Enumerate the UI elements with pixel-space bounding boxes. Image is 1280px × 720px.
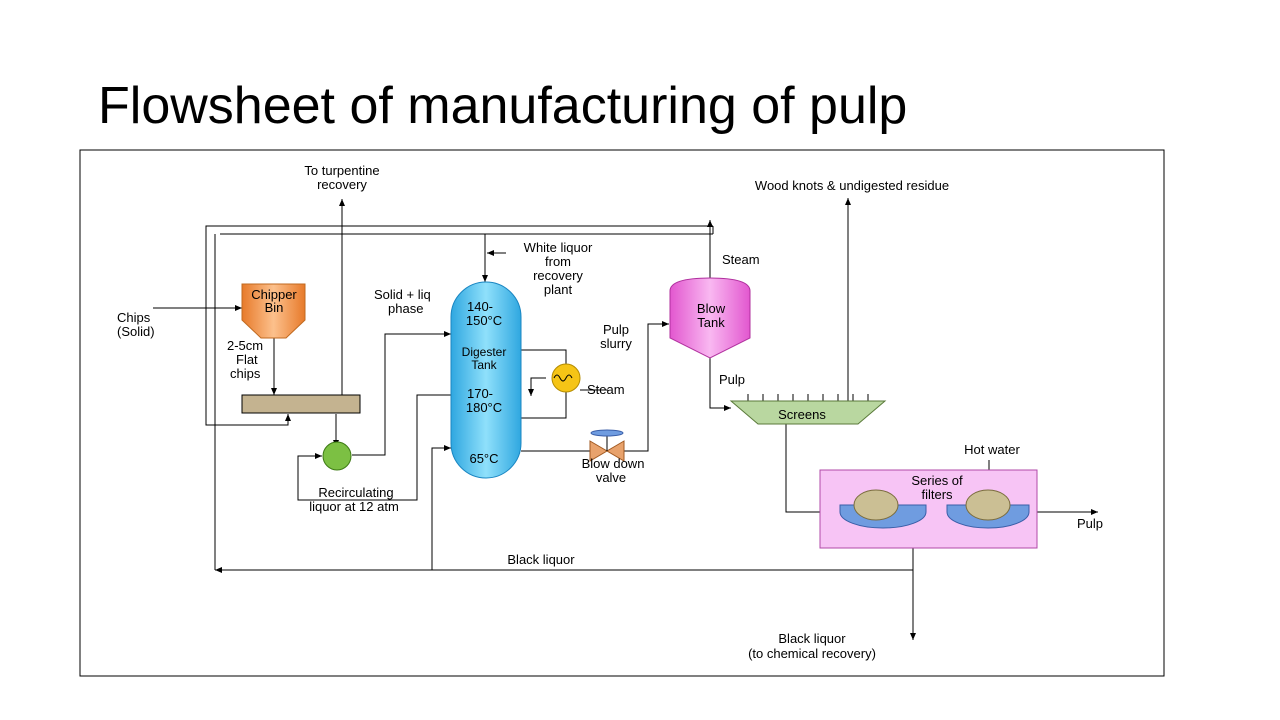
label-turpentine: To turpentine (304, 163, 379, 178)
label-flat-chips: chips (230, 366, 261, 381)
label-black-liquor: Black liquor (507, 552, 575, 567)
screens (729, 400, 887, 425)
label-pulp-slurry: Pulp (603, 322, 629, 337)
label-digester-temp: 140- (467, 299, 493, 314)
label-hot-water: Hot water (964, 442, 1020, 457)
label-white-liquor: plant (544, 282, 573, 297)
label-screens: Screens (778, 407, 826, 422)
label-black-liquor-recovery: (to chemical recovery) (748, 646, 876, 661)
label-pulp-out: Pulp (1077, 516, 1103, 531)
label-white-liquor: White liquor (524, 240, 593, 255)
label-chips: Chips (117, 310, 151, 325)
digester-tank (450, 281, 522, 479)
label-flat-chips: Flat (236, 352, 258, 367)
label-recirculating: Recirculating (318, 485, 393, 500)
label-white-liquor: from (545, 254, 571, 269)
blow-tank (669, 277, 751, 359)
label-recirculating: liquor at 12 atm (309, 499, 399, 514)
label-solid-liq: phase (388, 301, 423, 316)
label-digester-temp: 150°C (466, 313, 502, 328)
label-blow-down-valve: Blow down (582, 456, 645, 471)
label-steam-blow: Steam (722, 252, 760, 267)
label-wood-knots: Wood knots & undigested residue (755, 178, 949, 193)
mixer-conveyor (241, 394, 361, 414)
heat-exchanger (551, 363, 581, 393)
label-filters: Series of (911, 473, 963, 488)
label-chipper-bin: Chipper (251, 287, 297, 302)
label-steam-hx: Steam (587, 382, 625, 397)
slide-title: Flowsheet of manufacturing of pulp (98, 77, 908, 135)
label-flat-chips: 2-5cm (227, 338, 263, 353)
filter-2 (946, 489, 1030, 529)
label-blow-down-valve: valve (596, 470, 626, 485)
label-turpentine: recovery (317, 177, 367, 192)
label-chipper-bin: Bin (265, 300, 284, 315)
label-digester-temp: 65°C (469, 451, 498, 466)
filter-1 (839, 489, 927, 529)
label-blow-tank: Blow (697, 301, 726, 316)
label-filters: filters (921, 487, 953, 502)
label-chips: (Solid) (117, 324, 155, 339)
label-digester: Digester (462, 345, 507, 359)
label-digester-temp: 180°C (466, 400, 502, 415)
label-digester-temp: 170- (467, 386, 493, 401)
circulation-pump (322, 441, 352, 471)
label-solid-liq: Solid + liq (374, 287, 431, 302)
label-pulp-blow: Pulp (719, 372, 745, 387)
label-black-liquor-recovery: Black liquor (778, 631, 846, 646)
label-digester: Tank (471, 358, 497, 372)
blow-down-valve (589, 429, 625, 462)
diagram-labels: To turpentine recovery Wood knots & undi… (117, 163, 1103, 661)
label-pulp-slurry: slurry (600, 336, 632, 351)
chipper-bin (241, 283, 306, 339)
label-blow-tank: Tank (697, 315, 725, 330)
label-white-liquor: recovery (533, 268, 583, 283)
